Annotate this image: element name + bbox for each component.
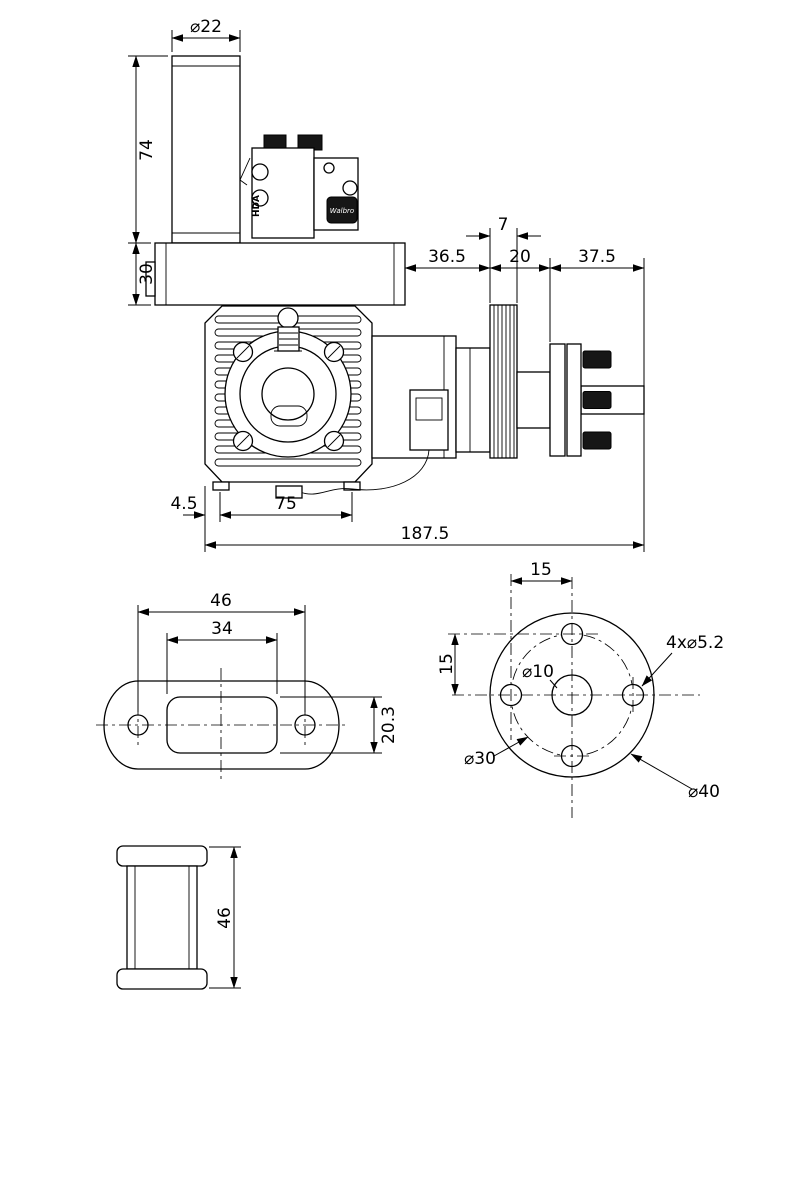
dim-outer-diameter: ⌀40: [688, 782, 720, 802]
dim-pipe-diameter: ⌀22: [190, 17, 222, 37]
spacer-view: 46: [116, 845, 241, 990]
dim-gasket-slot-height: 20.3: [379, 706, 399, 744]
washer-dimensions: 15 15 ⌀10 4x⌀5.2 ⌀30 ⌀40: [437, 560, 724, 802]
carb-model-text: HDA: [252, 195, 262, 217]
side-view-dimensions: ⌀22 74 30 7 36.5 20 37.5: [128, 17, 645, 552]
engine-side-view: Walbro HDA: [128, 17, 645, 552]
dim-pipe-height: 74: [137, 139, 157, 161]
muffler-outlet: [145, 261, 156, 297]
dim-bolt-offset-h: 15: [530, 560, 552, 580]
spacer-bottom-flange: [116, 968, 208, 990]
mount-lug-right: [343, 481, 361, 491]
spark-plug: [274, 307, 302, 352]
drive-hub: [489, 304, 518, 459]
choke-lever: [239, 157, 251, 186]
ignition-wire: [299, 449, 430, 495]
drive-washer-view: 15 15 ⌀10 4x⌀5.2 ⌀30 ⌀40: [437, 560, 724, 818]
spacer-body: [126, 865, 198, 970]
crankcase: [275, 335, 457, 499]
carb-logo-plate: [326, 196, 358, 224]
head-screws: [232, 341, 345, 452]
dim-bolt-circle: ⌀30: [464, 749, 496, 769]
exhaust-gasket-view: 46 34 20.3: [96, 591, 399, 782]
carb-logo-text: Walbro: [330, 207, 354, 215]
dim-shaft-section: 37.5: [578, 247, 616, 267]
dim-total-length: 187.5: [401, 524, 450, 544]
prop-bolts: [582, 350, 612, 450]
dim-bolt-offset-v: 15: [437, 653, 457, 675]
cylinder-block: [204, 305, 373, 491]
dim-center-bore: ⌀10: [522, 662, 554, 682]
muffler: [145, 242, 406, 306]
shaft-step: [516, 371, 551, 429]
dim-mount-span: 75: [275, 494, 297, 514]
wire-connector: [275, 485, 303, 499]
gasket-dimensions: 46 34 20.3: [137, 591, 399, 754]
dim-hub-section: 20: [509, 247, 531, 267]
dim-hub-width: 7: [498, 215, 509, 235]
bearing-housing: [455, 347, 491, 453]
drive-hub-ribs: [493, 305, 515, 458]
mount-lug-left: [212, 481, 230, 491]
dim-spacer-height: 46: [215, 907, 235, 929]
spacer-top-flange: [116, 845, 208, 867]
prop-washer-rear: [549, 343, 566, 457]
carburetor: Walbro HDA: [239, 134, 359, 239]
spacer-dimensions: 46: [209, 846, 241, 989]
dim-muffler-height: 30: [137, 263, 157, 285]
exhaust-pipe: [171, 55, 241, 244]
dim-mount-offset: 4.5: [170, 494, 197, 514]
dim-gasket-hole-spacing: 46: [210, 591, 232, 611]
dim-case-to-hub: 36.5: [428, 247, 466, 267]
dim-bolt-holes: 4x⌀5.2: [666, 633, 724, 653]
dim-gasket-slot-width: 34: [211, 619, 233, 639]
prop-hub-assembly: [455, 304, 645, 459]
prop-washer-front: [566, 343, 582, 457]
